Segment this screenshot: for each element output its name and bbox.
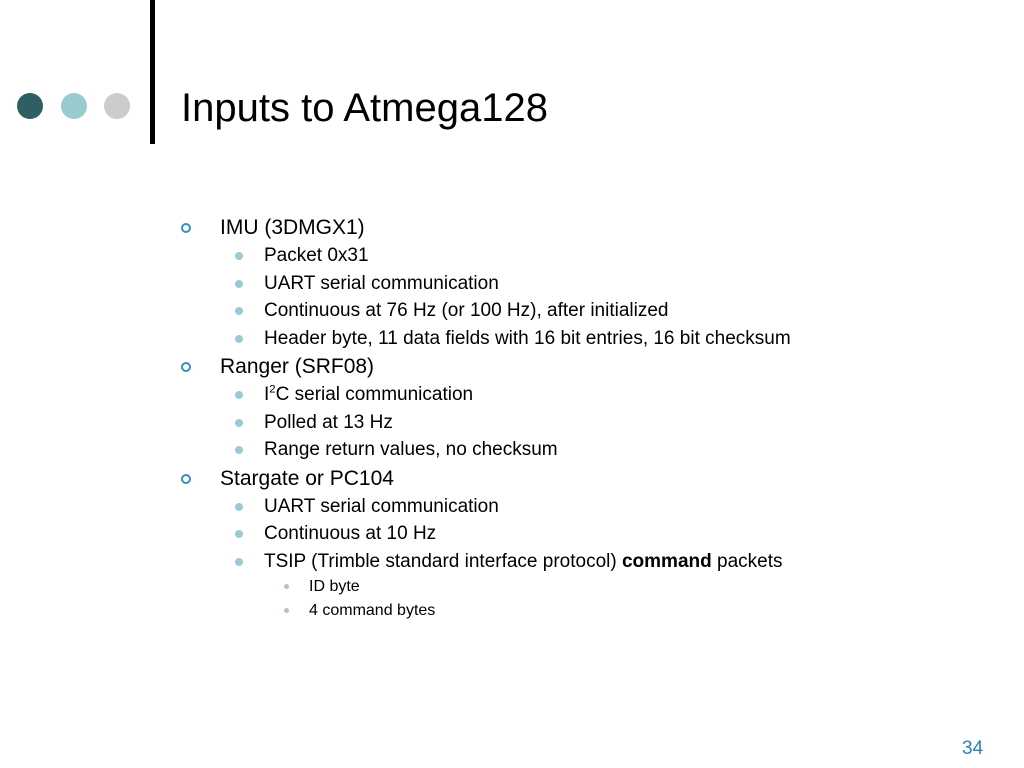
- list-item-text: UART serial communication: [264, 495, 499, 517]
- list-item: Continuous at 10 Hz: [180, 520, 1000, 548]
- small-dot-bullet-icon: [284, 608, 289, 613]
- slide-title: Inputs to Atmega128: [181, 86, 548, 130]
- dot-bullet-icon: [235, 252, 243, 260]
- ring-bullet-icon: [181, 473, 191, 484]
- bullet-ranger: Ranger (SRF08): [180, 352, 1000, 381]
- dot-bullet-icon: [235, 418, 243, 427]
- tsip-text-before: TSIP (Trimble standard interface protoco…: [264, 550, 622, 572]
- bullet-stargate: Stargate or PC104: [180, 464, 1000, 493]
- list-item-text: Continuous at 10 Hz: [264, 523, 437, 544]
- list-item-text: Packet 0x31: [264, 245, 369, 266]
- sub-list-item-text: 4 command bytes: [309, 602, 436, 619]
- bullet-ranger-label: Ranger (SRF08): [220, 355, 375, 378]
- list-item-text: Continuous at 76 Hz (or 100 Hz), after i…: [264, 300, 669, 321]
- dot-bullet-icon: [235, 334, 243, 343]
- list-item: TSIP (Trimble standard interface protoco…: [180, 548, 1000, 576]
- decorative-dot-gray: [104, 93, 130, 119]
- sub-list-item: ID byte: [180, 575, 1000, 599]
- list-item: Range return values, no checksum: [180, 436, 1000, 464]
- list-item-text: Range return values, no checksum: [264, 439, 558, 460]
- title-divider-bar: [150, 0, 155, 144]
- list-item: UART serial communication: [180, 493, 1000, 521]
- dot-bullet-icon: [235, 446, 243, 454]
- dot-bullet-icon: [235, 307, 243, 315]
- dot-bullet-icon: [235, 530, 243, 538]
- decorative-dot-dark: [17, 93, 43, 119]
- list-item: Header byte, 11 data fields with 16 bit …: [180, 325, 1000, 353]
- list-item: Continuous at 76 Hz (or 100 Hz), after i…: [180, 297, 1000, 325]
- bullet-imu: IMU (3DMGX1): [180, 213, 1000, 242]
- small-dot-bullet-icon: [284, 584, 289, 589]
- i2c-prefix: I: [264, 384, 270, 405]
- i2c-rest: C serial communication: [275, 384, 474, 405]
- bullet-stargate-label: Stargate or PC104: [220, 466, 394, 490]
- list-item: Packet 0x31: [180, 242, 1000, 270]
- ring-bullet-icon: [181, 223, 191, 233]
- decorative-dot-teal: [61, 93, 87, 119]
- ring-bullet-icon: [181, 362, 191, 372]
- tsip-text-after: packets: [711, 550, 783, 572]
- list-item-text: Header byte, 11 data fields with 16 bit …: [264, 327, 791, 349]
- i2c-superscript: 2: [269, 383, 276, 396]
- bullet-imu-label: IMU (3DMGX1): [220, 216, 365, 239]
- list-item: Polled at 13 Hz: [180, 409, 1000, 437]
- dot-bullet-icon: [235, 502, 243, 511]
- sub-list-item-text: ID byte: [309, 578, 360, 595]
- sub-list-item: 4 command bytes: [180, 599, 1000, 623]
- slide-content: IMU (3DMGX1) Packet 0x31 UART serial com…: [180, 213, 1000, 623]
- list-item: UART serial communication: [180, 270, 1000, 298]
- list-item: I2C serial communication: [180, 381, 1000, 409]
- list-item-text: UART serial communication: [264, 272, 499, 294]
- dot-bullet-icon: [235, 557, 243, 566]
- dot-bullet-icon: [235, 391, 243, 399]
- tsip-text-bold: command: [621, 550, 712, 572]
- page-number: 34: [962, 738, 984, 759]
- list-item-text: Polled at 13 Hz: [264, 411, 393, 433]
- dot-bullet-icon: [235, 279, 243, 288]
